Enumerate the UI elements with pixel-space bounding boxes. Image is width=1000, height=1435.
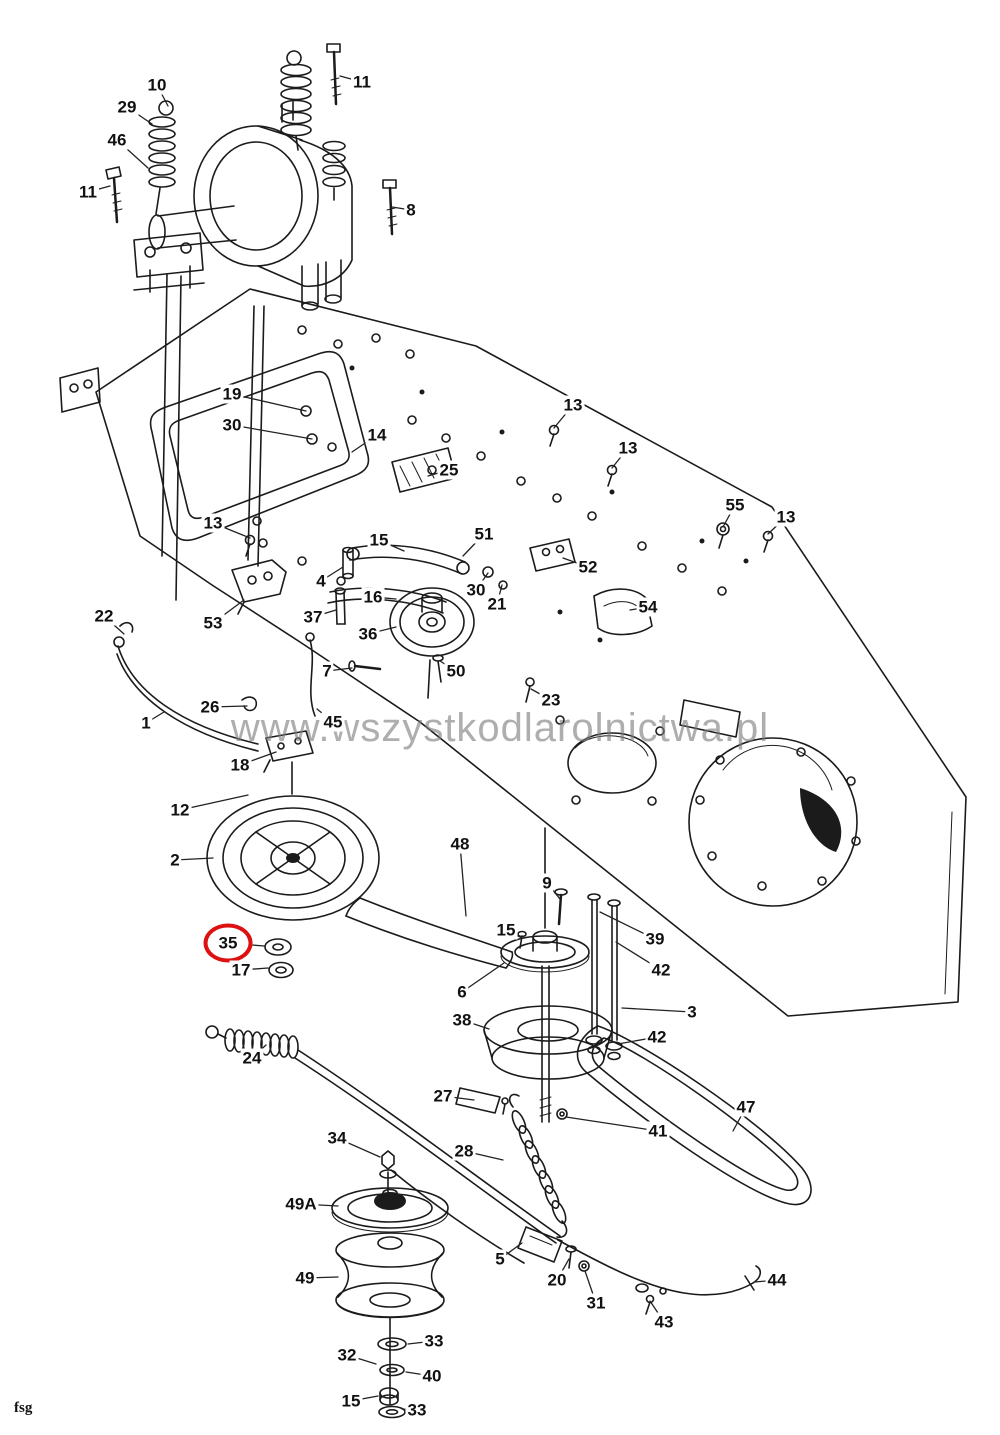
part-callout-49: 49	[293, 1268, 317, 1288]
part-callout-21: 21	[485, 594, 509, 614]
belt-47	[576, 1025, 812, 1206]
part-callout-15: 15	[367, 530, 391, 550]
part-callout-31: 31	[584, 1293, 608, 1313]
hanger-bracket	[231, 559, 287, 615]
part-callout-11: 11	[351, 72, 373, 92]
part-callout-10: 10	[145, 75, 169, 95]
part-callout-53: 53	[201, 613, 225, 633]
part-callout-30: 30	[464, 580, 488, 600]
idler-pulley-stack	[331, 1187, 449, 1319]
part-callout-14: 14	[365, 425, 389, 445]
suspension-springs	[105, 43, 398, 236]
part-callout-30: 30	[220, 415, 244, 435]
part-callout-38: 38	[450, 1010, 474, 1030]
part-callout-9: 9	[540, 873, 554, 893]
part-callout-8: 8	[404, 200, 418, 220]
part-callout-13: 13	[201, 513, 225, 533]
part-callout-34: 34	[325, 1128, 349, 1148]
part-callout-48: 48	[448, 834, 472, 854]
part-callout-43: 43	[652, 1312, 676, 1332]
part-callout-13: 13	[561, 395, 585, 415]
deck-plate	[59, 288, 967, 1017]
part-callout-12: 12	[168, 800, 192, 820]
part-callout-5: 5	[493, 1249, 507, 1269]
part-callout-4: 4	[314, 571, 328, 591]
part-callout-20: 20	[545, 1270, 569, 1290]
part-callout-47: 47	[734, 1097, 758, 1117]
part-callout-23: 23	[539, 690, 563, 710]
part-callout-11: 11	[77, 182, 99, 202]
part-callout-51: 51	[472, 524, 496, 544]
part-callout-7: 7	[320, 661, 334, 681]
part-callout-15: 15	[339, 1391, 363, 1411]
part-callout-6: 6	[455, 982, 469, 1002]
part-callout-46: 46	[105, 130, 129, 150]
part-callout-36: 36	[356, 624, 380, 644]
spindle-assembly	[455, 888, 623, 1123]
part-callout-22: 22	[92, 606, 116, 626]
part-callout-49a: 49A	[283, 1194, 319, 1214]
drive-belt	[345, 897, 514, 969]
part-callout-40: 40	[420, 1366, 444, 1386]
control-rod	[113, 621, 316, 773]
part-callout-26: 26	[198, 697, 222, 717]
part-callout-42: 42	[649, 960, 673, 980]
part-callout-41: 41	[646, 1121, 670, 1141]
footer-initials: fsg	[14, 1400, 33, 1416]
part-callout-18: 18	[228, 755, 252, 775]
part-callout-1: 1	[139, 713, 153, 733]
part-callout-37: 37	[301, 607, 325, 627]
part-callout-16: 16	[361, 587, 385, 607]
part-callout-35: 35	[203, 923, 253, 963]
part-callout-55: 55	[723, 495, 747, 515]
part-callout-33: 33	[405, 1400, 429, 1420]
part-callout-28: 28	[452, 1141, 476, 1161]
part-callout-39: 39	[643, 929, 667, 949]
mount-bolts	[244, 424, 774, 557]
part-callout-50: 50	[444, 661, 468, 681]
clutch-spring	[508, 1093, 590, 1272]
part-callout-44: 44	[765, 1270, 789, 1290]
part-callout-19: 19	[220, 384, 244, 404]
part-callout-54: 54	[636, 597, 660, 617]
plate-holes	[252, 325, 861, 891]
part-callout-52: 52	[576, 557, 600, 577]
part-callout-13: 13	[616, 438, 640, 458]
part-callout-24: 24	[240, 1048, 264, 1068]
part-callout-42: 42	[645, 1027, 669, 1047]
part-callout-17: 17	[229, 960, 253, 980]
part-callout-32: 32	[335, 1345, 359, 1365]
part-callout-33: 33	[422, 1331, 446, 1351]
part-callout-3: 3	[685, 1002, 699, 1022]
part-callout-25: 25	[437, 460, 461, 480]
part-callout-27: 27	[431, 1086, 455, 1106]
washer-stack	[377, 1337, 407, 1419]
idler-pulley	[389, 587, 475, 683]
part-callout-15: 15	[494, 920, 518, 940]
part-callout-2: 2	[168, 850, 182, 870]
nut-34	[379, 1150, 397, 1179]
part-callout-45: 45	[321, 712, 345, 732]
part-callout-29: 29	[115, 97, 139, 117]
part-callout-13: 13	[774, 507, 798, 527]
